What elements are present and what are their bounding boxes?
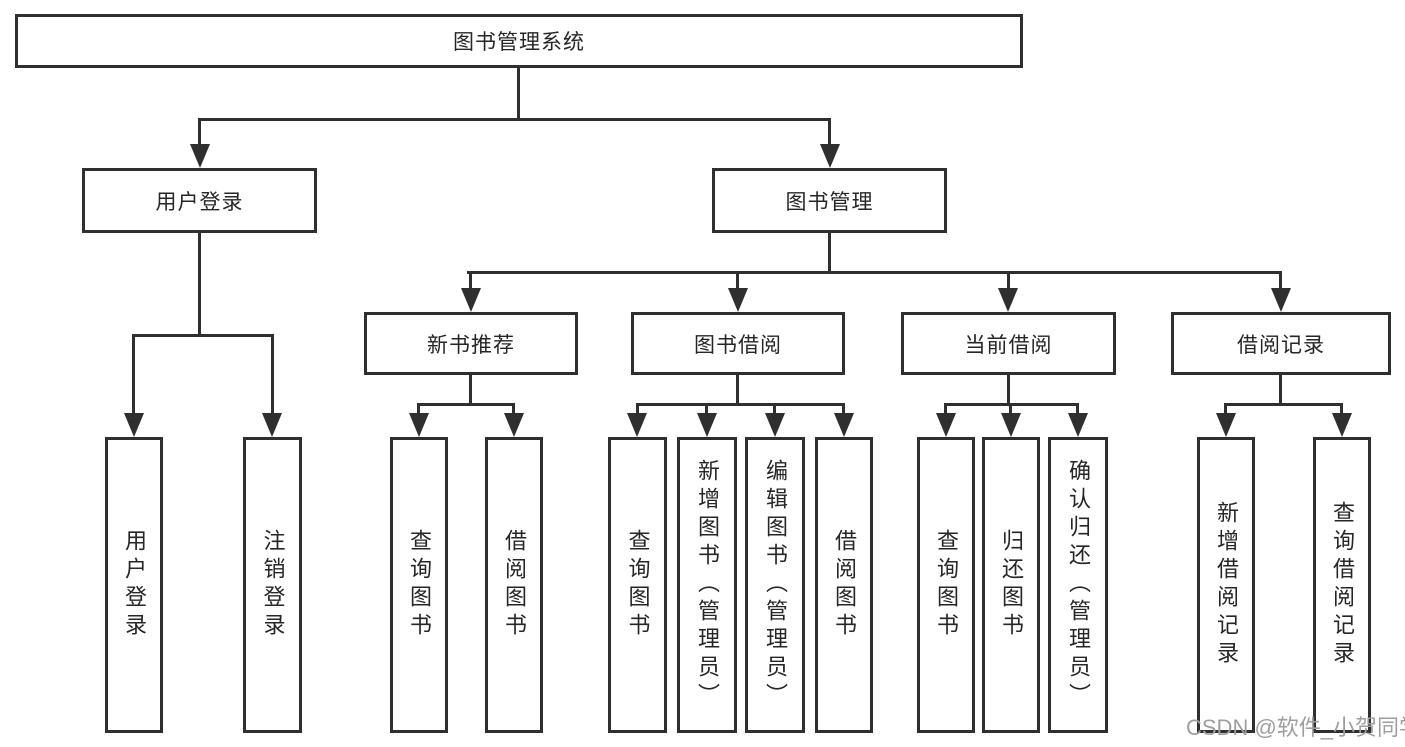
leaf-user-login: 用户登录 <box>105 437 163 733</box>
node-label: 新增图书（管理员） <box>695 459 720 711</box>
node-label: 新增借阅记录 <box>1214 501 1239 669</box>
node-library-management-system: 图书管理系统 <box>15 14 1023 68</box>
node-label: 编辑图书（管理员） <box>763 459 788 711</box>
node-label: 查询借阅记录 <box>1330 501 1355 669</box>
connector-line <box>1009 403 1012 416</box>
arrowhead-icon <box>834 413 854 437</box>
arrowhead-icon <box>1001 413 1021 437</box>
connector-line <box>198 118 201 146</box>
node-label: 用户登录 <box>122 529 147 641</box>
connector-line <box>271 334 274 416</box>
node-label: 图书借阅 <box>694 333 782 357</box>
connector-line <box>828 233 831 273</box>
leaf-query-books-recommend: 查询图书 <box>390 437 448 733</box>
leaf-return-books: 归还图书 <box>982 437 1040 733</box>
connector-line <box>736 375 739 406</box>
node-current-borrowing: 当前借阅 <box>901 312 1116 375</box>
connector-line <box>636 403 639 416</box>
node-user-login: 用户登录 <box>82 168 317 233</box>
connector-line <box>1007 271 1010 290</box>
connector-line <box>417 403 420 416</box>
leaf-add-books-admin: 新增图书（管理员） <box>677 437 737 733</box>
connector-line <box>736 271 739 290</box>
leaf-query-books-current: 查询图书 <box>917 437 975 733</box>
connector-line <box>705 403 708 416</box>
node-book-borrowing: 图书借阅 <box>631 312 845 375</box>
arrowhead-icon <box>504 413 524 437</box>
connector-line <box>1279 271 1282 290</box>
connector-line <box>469 375 472 406</box>
leaf-borrow-books: 借阅图书 <box>815 437 873 733</box>
node-label: 查询图书 <box>625 529 651 641</box>
node-label: 新书推荐 <box>427 333 515 357</box>
arrowhead-icon <box>124 413 144 437</box>
arrowhead-icon <box>697 413 717 437</box>
arrowhead-icon <box>728 288 748 312</box>
connector-line <box>198 118 831 121</box>
connector-line <box>469 271 472 290</box>
node-label: 当前借阅 <box>964 333 1053 357</box>
node-label: 图书管理 <box>785 190 874 214</box>
arrowhead-icon <box>998 288 1018 312</box>
node-new-book-recommend: 新书推荐 <box>364 312 578 375</box>
arrowhead-icon <box>627 413 647 437</box>
arrowhead-icon <box>1216 413 1236 437</box>
connector-line <box>1224 403 1343 406</box>
connector-line <box>842 403 845 416</box>
node-borrowing-records: 借阅记录 <box>1171 312 1391 375</box>
arrowhead-icon <box>820 144 840 168</box>
node-label: 查询图书 <box>407 529 432 641</box>
node-label: 借阅图书 <box>502 529 527 641</box>
connector-line <box>944 403 947 416</box>
leaf-logout: 注销登录 <box>243 437 302 733</box>
node-label: 注销登录 <box>260 529 286 641</box>
arrowhead-icon <box>936 413 956 437</box>
leaf-query-books-borrowing: 查询图书 <box>608 437 667 733</box>
leaf-query-borrow-record: 查询借阅记录 <box>1313 437 1371 733</box>
connector-line <box>512 403 515 416</box>
leaf-confirm-return-admin: 确认归还（管理员） <box>1048 437 1108 733</box>
node-label: 借阅记录 <box>1237 333 1325 357</box>
connector-line <box>417 403 515 406</box>
csdn-watermark: CSDN @软件_小贺同学 <box>1186 715 1405 740</box>
connector-line <box>517 68 520 118</box>
node-label: 归还图书 <box>999 529 1024 641</box>
connector-line <box>467 271 1281 274</box>
connector-line <box>198 233 201 337</box>
arrowhead-icon <box>461 288 481 312</box>
connector-line <box>132 334 274 337</box>
arrowhead-icon <box>1271 288 1291 312</box>
connector-line <box>773 403 776 416</box>
node-book-management: 图书管理 <box>712 168 947 233</box>
connector-line <box>1007 375 1010 406</box>
leaf-borrow-books-recommend: 借阅图书 <box>485 437 543 733</box>
connector-line <box>828 118 831 146</box>
connector-line <box>132 334 135 416</box>
connector-line <box>1076 403 1079 416</box>
connector-line <box>1340 403 1343 416</box>
arrowhead-icon <box>190 144 210 168</box>
node-label: 借阅图书 <box>832 529 857 641</box>
node-label: 确认归还（管理员） <box>1066 459 1091 711</box>
leaf-edit-books-admin: 编辑图书（管理员） <box>745 437 805 733</box>
leaf-add-borrow-record: 新增借阅记录 <box>1197 437 1255 733</box>
arrowhead-icon <box>765 413 785 437</box>
node-label: 图书管理系统 <box>453 31 585 54</box>
node-label: 查询图书 <box>934 529 959 641</box>
arrowhead-icon <box>262 413 282 437</box>
connector-line <box>1224 403 1227 416</box>
arrowhead-icon <box>1068 413 1088 437</box>
connector-line <box>1279 375 1282 406</box>
node-label: 用户登录 <box>155 190 244 214</box>
arrowhead-icon <box>1332 413 1352 437</box>
connector-line <box>636 403 845 406</box>
arrowhead-icon <box>409 413 429 437</box>
